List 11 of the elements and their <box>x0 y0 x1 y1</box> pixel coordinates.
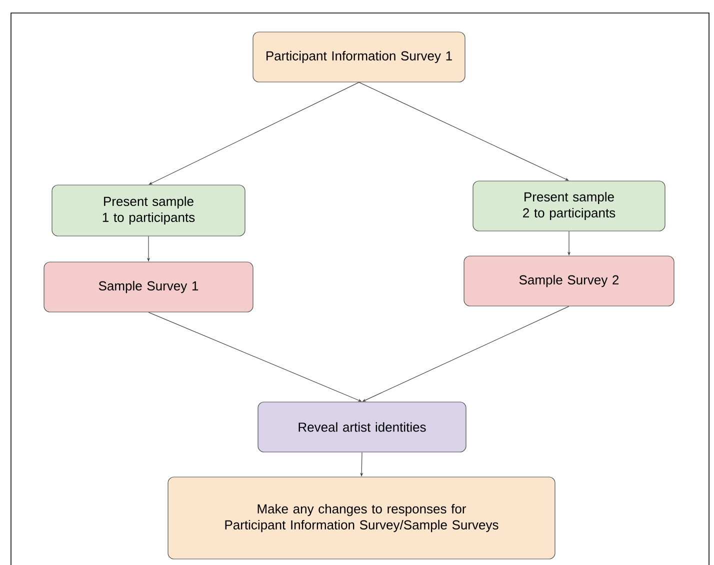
process-box: Present sample 2 to participants <box>472 180 666 232</box>
process-box: Reveal artist identities <box>258 402 466 452</box>
arrow <box>358 82 569 181</box>
process-box: Present sample 1 to participants <box>52 184 246 236</box>
survey-box: Sample Survey 2 <box>464 256 674 306</box>
survey-box: Sample Survey 1 <box>44 262 254 312</box>
arrow <box>362 306 570 402</box>
arrow <box>148 312 362 402</box>
process-box: Make any changes to responses for Participant Information Survey/Sample Surveys <box>168 476 556 560</box>
arrow <box>148 82 360 185</box>
process-box: Participant Information Survey 1 <box>252 32 466 82</box>
